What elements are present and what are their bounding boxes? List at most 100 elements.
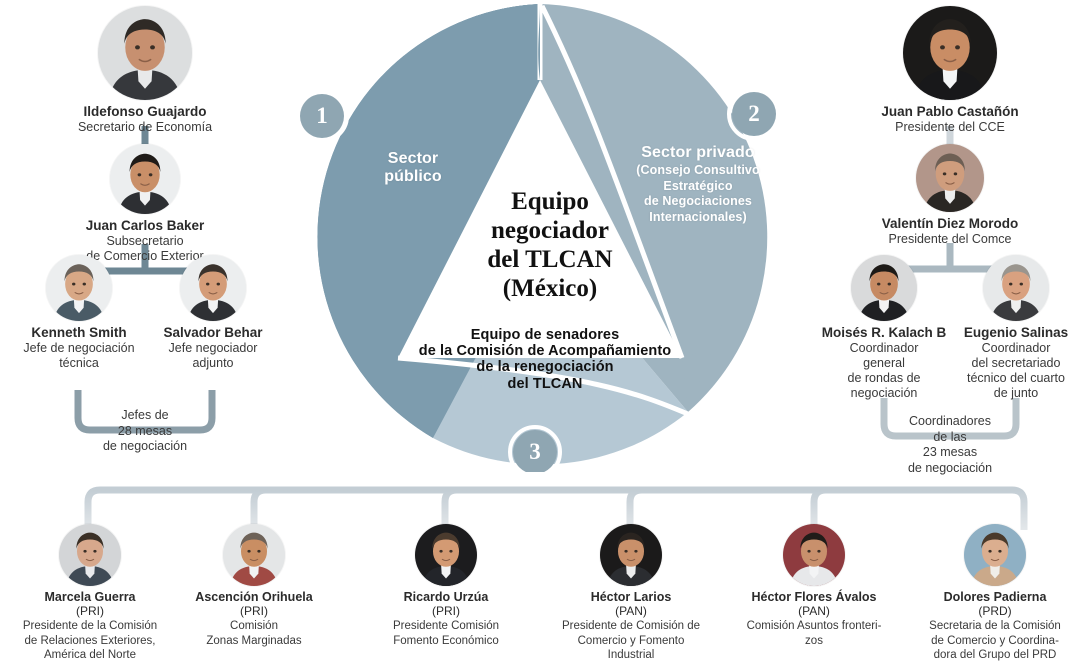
person-ildefonso-guajardo[interactable]: Ildefonso Guajardo Secretario de Economí…	[25, 6, 265, 135]
note-left-mesas: Jefes de 28 mesas de negociación	[95, 408, 195, 455]
portrait-illustration	[110, 144, 180, 214]
segment-label-private-sub-2: Estratégico	[663, 178, 733, 193]
person-role-line-2: de Comercio Exterior	[86, 248, 204, 263]
person-name: Héctor Flores Ávalos	[751, 590, 877, 604]
wheel-badge-2-number: 2	[748, 101, 760, 126]
person-dolores-padierna[interactable]: Dolores Padierna (PRD) Secretaria de la …	[912, 524, 1078, 663]
note-right-line-1: Coordinadores	[909, 414, 991, 428]
wheel-badge-2: 2	[732, 92, 776, 136]
avatar-marcela-guerra	[59, 524, 121, 586]
portrait-illustration	[903, 6, 997, 100]
avatar-eugenio-salinas	[983, 255, 1049, 321]
person-marcela-guerra[interactable]: Marcela Guerra (PRI) Presidente de la Co…	[5, 524, 175, 663]
person-name: Ricardo Urzúa	[403, 590, 489, 604]
portrait-illustration	[59, 524, 121, 586]
wheel-badge-3: 3	[513, 430, 557, 474]
person-role-line-1: Presidente Comisión	[392, 620, 500, 633]
portrait-illustration	[600, 524, 662, 586]
segment-label-public-line-2: público	[384, 167, 442, 185]
portrait-illustration	[916, 144, 984, 212]
person-party: (PRI)	[76, 604, 104, 619]
person-role-line-4: negociación	[850, 385, 918, 400]
note-right-line-3: 23 mesas	[922, 445, 978, 460]
person-juan-carlos-baker[interactable]: Juan Carlos Baker Subsecretario de Comer…	[45, 144, 245, 264]
avatar-ricardo-urzua	[415, 524, 477, 586]
person-role-line-2: zos	[805, 634, 823, 647]
portrait-illustration	[964, 524, 1026, 586]
segment-label-senators-line-2: de la Comisión de Acompañamiento	[418, 343, 672, 360]
segment-label-senators: Equipo de senadores de la Comisión de Ac…	[415, 327, 675, 392]
avatar-dolores-padierna	[964, 524, 1026, 586]
segment-label-private-line-1: Sector privado	[641, 144, 755, 161]
person-role-line-2: de Comercio y Coordina-	[931, 634, 1059, 647]
portrait-illustration	[46, 255, 112, 321]
note-right-line-4: de negociación	[907, 460, 993, 475]
person-eugenio-salinas[interactable]: Eugenio Salinas Coordinador del secretar…	[951, 255, 1081, 401]
person-role-line-2: general	[863, 355, 905, 370]
person-role-line-2: Fomento Económico	[393, 634, 499, 647]
wheel-graphic	[295, 4, 781, 472]
person-valentin-diez-morodo[interactable]: Valentín Diez Morodo Presidente del Comc…	[852, 144, 1048, 247]
person-name: Valentín Diez Morodo	[881, 216, 1019, 231]
person-role-line-4: de junto	[993, 385, 1039, 400]
wheel-badge-3-number: 3	[529, 439, 541, 464]
person-ricardo-urzua[interactable]: Ricardo Urzúa (PRI) Presidente Comisión …	[372, 524, 520, 648]
portrait-illustration	[223, 524, 285, 586]
person-name: Eugenio Salinas	[963, 325, 1069, 340]
person-role-line-1: Presidente de Comisión de	[561, 620, 701, 633]
person-juan-pablo-castanon[interactable]: Juan Pablo Castañón Presidente del CCE	[832, 6, 1068, 135]
person-role-line-1: Coordinador	[981, 340, 1051, 355]
person-name: Kenneth Smith	[31, 325, 127, 340]
wheel-badge-1-number: 1	[316, 103, 328, 128]
wheel-badge-1: 1	[300, 94, 344, 138]
person-role-line-3: técnico del cuarto	[967, 370, 1065, 385]
person-moises-kalach[interactable]: Moisés R. Kalach B Coordinador general d…	[819, 255, 949, 401]
segment-label-private-sub-1: (Consejo Consultivo	[636, 162, 760, 177]
segment-label-public-line-1: Sector	[387, 150, 439, 167]
person-party: (PRD)	[978, 604, 1012, 619]
person-hector-larios[interactable]: Héctor Larios (PAN) Presidente de Comisi…	[546, 524, 716, 663]
person-role-line-2: de Relaciones Exteriores,	[24, 634, 156, 647]
person-kenneth-smith[interactable]: Kenneth Smith Jefe de negociación técnic…	[14, 255, 144, 371]
central-wheel: 1 2 3 Sector público Sector privado (Con…	[290, 2, 790, 472]
person-party: (PRI)	[240, 604, 268, 619]
person-role-line-1: Presidente del CCE	[895, 119, 1005, 134]
wheel-center-line-4: (México)	[502, 275, 598, 302]
avatar-kenneth-smith	[46, 255, 112, 321]
note-left-line-3: de negociación	[102, 439, 188, 454]
person-name: Salvador Behar	[163, 325, 263, 340]
person-role-line-1: Comisión Asuntos fronteri-	[746, 620, 882, 633]
person-name: Dolores Padierna	[943, 590, 1047, 604]
person-name: Ascención Orihuela	[195, 590, 313, 604]
avatar-ildefonso-guajardo	[98, 6, 192, 100]
portrait-illustration	[415, 524, 477, 586]
person-role-line-1: Secretaria de la Comisión	[929, 620, 1061, 633]
person-salvador-behar[interactable]: Salvador Behar Jefe negociador adjunto	[148, 255, 278, 371]
person-name: Marcela Guerra	[44, 590, 136, 604]
person-role-line-3: dora del Grupo del PRD	[933, 649, 1057, 662]
avatar-moises-kalach	[851, 255, 917, 321]
person-role-line-1: Jefe negociador	[168, 340, 258, 355]
person-role-line-1: Presidente de la Comisión	[22, 620, 158, 633]
person-party: (PAN)	[615, 604, 647, 619]
person-name: Juan Carlos Baker	[85, 218, 205, 233]
person-role-line-1: Jefe de negociación	[23, 340, 135, 355]
portrait-illustration	[98, 6, 192, 100]
person-role-line-1: Comisión	[230, 620, 278, 633]
avatar-ascencion-orihuela	[223, 524, 285, 586]
avatar-hector-flores-avalos	[783, 524, 845, 586]
person-role-line-1: Secretario de Economía	[77, 119, 213, 134]
avatar-hector-larios	[600, 524, 662, 586]
note-right-mesas: Coordinadores de las 23 mesas de negocia…	[895, 414, 1005, 477]
avatar-juan-pablo-castanon	[903, 6, 997, 100]
person-ascencion-orihuela[interactable]: Ascención Orihuela (PRI) Comisión Zonas …	[180, 524, 328, 648]
person-role-line-2: técnica	[59, 355, 99, 370]
note-right-line-2: de las	[933, 429, 967, 444]
person-role-line-2: adjunto	[192, 355, 234, 370]
segment-label-private-sub-4: Internacionales)	[649, 210, 747, 225]
person-hector-flores-avalos[interactable]: Héctor Flores Ávalos (PAN) Comisión Asun…	[730, 524, 898, 648]
person-role-line-3: de rondas de	[847, 370, 921, 385]
avatar-juan-carlos-baker	[110, 144, 180, 214]
avatar-salvador-behar	[180, 255, 246, 321]
